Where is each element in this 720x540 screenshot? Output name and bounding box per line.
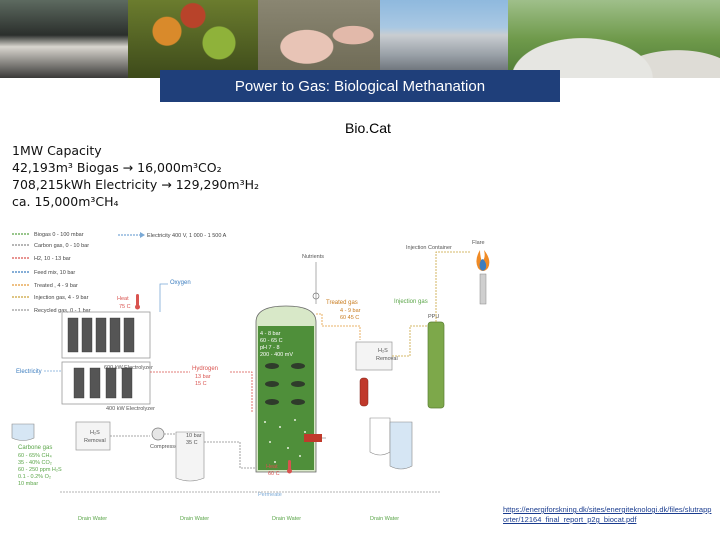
pressure-tank: 10 bar 35 C bbox=[175, 431, 205, 482]
h2s-removal-right: H₂S Removal bbox=[355, 341, 398, 371]
biogas-plant-photo bbox=[380, 0, 508, 78]
water-tank-left bbox=[11, 423, 35, 441]
compressor: Compressor bbox=[150, 427, 180, 450]
heat-bottom-temp: 60 C bbox=[268, 471, 280, 477]
vegetables-photo bbox=[128, 0, 258, 78]
slide-title-banner: Power to Gas: Biological Methanation bbox=[160, 70, 560, 102]
hydrogen-label: Hydrogen bbox=[192, 366, 218, 372]
digester-tanks-photo bbox=[508, 0, 720, 78]
electricity-label: Electricity bbox=[16, 369, 42, 375]
thermometer-bottom-icon bbox=[287, 460, 292, 474]
source-link[interactable]: https://energiforskning.dk/sites/energit… bbox=[503, 505, 712, 524]
capacity-specs: 1MW Capacity 42,193m³ Biogas → 16,000m³C… bbox=[12, 142, 259, 210]
heat-bottom-label: Heat bbox=[266, 464, 278, 470]
tank-temp: 35 C bbox=[186, 440, 198, 446]
h2s-right-label-2: Removal bbox=[376, 356, 398, 362]
ppu-label: PPU bbox=[428, 314, 439, 320]
tank-pressure: 10 bar bbox=[186, 433, 202, 439]
reactor-redox: 200 - 400 mV bbox=[260, 352, 293, 358]
h2s-removal-left: H₂S Removal bbox=[75, 421, 111, 451]
oxygen-label: Oxygen bbox=[170, 280, 191, 286]
spec-methane: ca. 15,000m³CH₄ bbox=[12, 194, 119, 209]
drain-water-2: Drain Water bbox=[180, 516, 209, 522]
carbon-gas-ch4: 60 - 65% CH₄ bbox=[18, 453, 52, 459]
process-diagram: Biogas 0 - 100 mbar Carbon gas, 0 - 10 b… bbox=[11, 232, 490, 522]
reactor-ph: pH 7 - 8 bbox=[260, 345, 280, 351]
reactor-temperature: 60 - 65 C bbox=[260, 338, 283, 344]
electrolyzer-400-label: 400 kW Electrolyzer bbox=[106, 406, 155, 412]
flare-icon bbox=[476, 250, 490, 305]
carbon-gas-o2: 0.1 - 0.2% O₂ bbox=[18, 474, 51, 480]
header-photo-strip bbox=[0, 0, 720, 78]
drain-water-3: Drain Water bbox=[272, 516, 301, 522]
slide-subtitle: Bio.Cat bbox=[345, 120, 391, 136]
reactor-pressure: 4 - 8 bar bbox=[260, 331, 281, 337]
slide-title: Power to Gas: Biological Methanation bbox=[234, 77, 486, 95]
h2s-right-label-1: H₂S bbox=[378, 348, 388, 354]
drain-water-4: Drain Water bbox=[370, 516, 399, 522]
injection-gas-label: Injection gas bbox=[394, 299, 428, 305]
thermometer-icon bbox=[135, 294, 140, 310]
diagram-legend: Biogas 0 - 100 mbar Carbon gas, 0 - 10 b… bbox=[12, 232, 91, 314]
ppu-column bbox=[427, 321, 445, 409]
treated-gas-label: Treated gas bbox=[326, 300, 358, 306]
spec-capacity: 1MW Capacity bbox=[12, 143, 102, 158]
legend-feed-mix: Feed mix, 10 bar bbox=[34, 270, 75, 276]
hydrogen-spec-pressure: 13 bar bbox=[195, 374, 211, 380]
h2s-left-label-2: Removal bbox=[84, 438, 106, 444]
carbon-gas-label: Carbone gas bbox=[18, 445, 52, 451]
heat-exchanger bbox=[304, 434, 322, 442]
h2s-left-label-1: H₂S bbox=[90, 430, 100, 436]
bioreactor: 4 - 8 bar 60 - 65 C pH 7 - 8 200 - 400 m… bbox=[255, 305, 317, 473]
legend-recycled-gas: Recycled gas, 0 - 1 bar bbox=[34, 308, 91, 314]
treated-gas-pressure: 4 - 9 bar bbox=[340, 308, 361, 314]
heat-top-temp: 75 C bbox=[119, 304, 131, 310]
treated-gas-temp: 60 45 C bbox=[340, 315, 359, 321]
legend-injection-gas: Injection gas, 4 - 9 bar bbox=[34, 295, 89, 301]
carbon-gas-co2: 35 - 40% CO₂ bbox=[18, 460, 52, 466]
drain-water-1: Drain Water bbox=[78, 516, 107, 522]
pigs-photo bbox=[258, 0, 380, 78]
cows-photo bbox=[0, 0, 128, 78]
legend-carbon-gas: Carbon gas, 0 - 10 bar bbox=[34, 243, 89, 249]
legend-biogas: Biogas 0 - 100 mbar bbox=[34, 232, 84, 238]
legend-treated: Treated , 4 - 9 bar bbox=[34, 283, 78, 289]
electricity-supply-label: Electricity 400 V, 1 000 - 1 500 A bbox=[147, 233, 227, 239]
electrolyzer-400-kw: 400 kW Electrolyzer bbox=[61, 361, 155, 412]
compressor-label: Compressor bbox=[150, 444, 180, 450]
nutrients-label: Nutrients bbox=[302, 254, 324, 260]
red-vessel bbox=[359, 377, 369, 407]
heat-top-label: Heat bbox=[117, 296, 129, 302]
spec-electricity: 708,215kWh Electricity → 129,290m³H₂ bbox=[12, 177, 259, 192]
hydrogen-spec-temp: 15 C bbox=[195, 381, 207, 387]
water-tank-right bbox=[389, 421, 413, 470]
spec-biogas: 42,193m³ Biogas → 16,000m³CO₂ bbox=[12, 160, 222, 175]
injection-container-label: Injection Container bbox=[406, 245, 452, 251]
legend-h2: H2, 10 - 13 bar bbox=[34, 256, 71, 262]
permeate-label: Permeate bbox=[258, 492, 282, 498]
flare-label: Flare bbox=[472, 240, 485, 246]
carbon-gas-pressure: 10 mbar bbox=[18, 481, 38, 487]
carbon-gas-h2s: 60 - 250 ppm H₂S bbox=[18, 467, 62, 473]
